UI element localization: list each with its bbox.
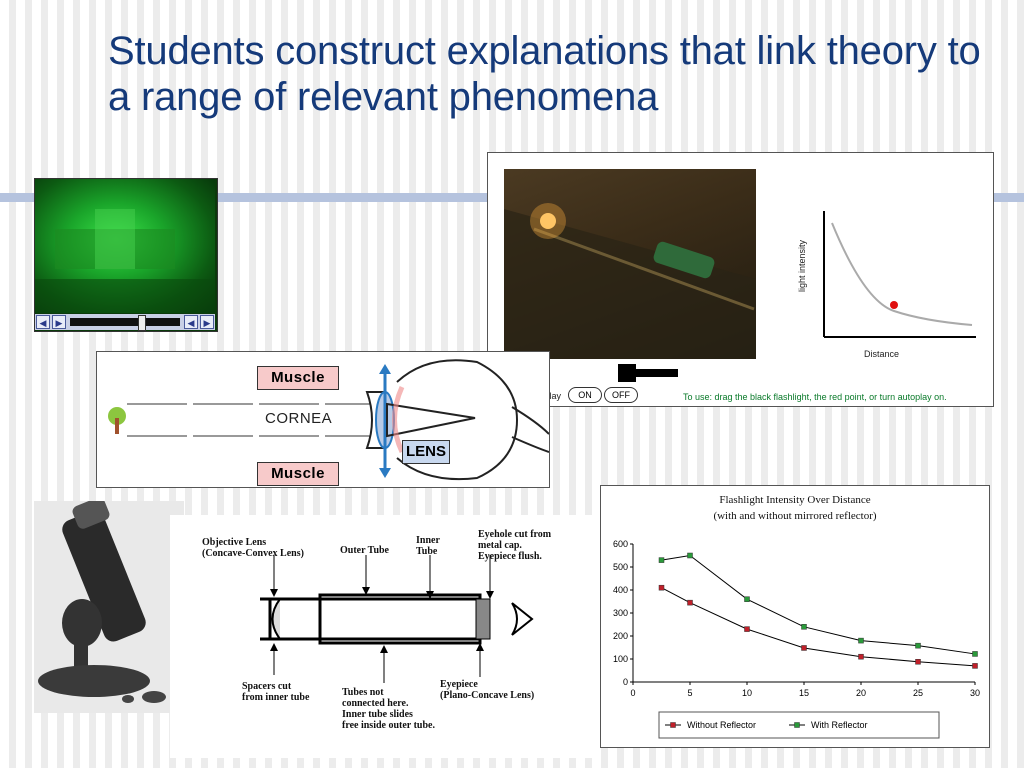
data-point [687,552,693,559]
lens-label: LENS [402,440,450,464]
video-player: ◀ ▶ ◀ ▶ [34,178,218,332]
x-tick-label: 0 [630,688,635,698]
intensity-chart: Flashlight Intensity Over Distance (with… [600,485,990,748]
data-point [858,637,864,644]
autoplay-on-button[interactable]: ON [568,387,602,403]
muscle-bottom-label: Muscle [257,462,339,486]
y-tick-label: 600 [613,539,628,549]
draggable-red-point[interactable] [890,301,898,309]
inner-tube-label: Inner Tube [416,535,440,557]
data-point [858,653,864,660]
scrubber-thumb[interactable] [138,315,147,331]
chart-title: Flashlight Intensity Over Distance [719,494,871,506]
legend-label: Without Reflector [687,720,756,730]
data-point [972,651,978,657]
video-content [35,209,215,313]
data-point [744,626,750,632]
x-tick-label: 15 [799,688,809,698]
data-point [687,599,693,606]
x-tick-label: 5 [687,688,692,698]
outer-tube-label: Outer Tube [340,545,389,556]
autoplay-off-button[interactable]: OFF [604,387,638,403]
flashlight-simulation: light intensity Distance Autoplay ON OFF… [487,152,994,407]
video-scrubber[interactable] [70,315,180,331]
x-tick-label: 10 [742,688,752,698]
y-tick-label: 100 [613,654,628,664]
tubes-note-label: Tubes not connected here. Inner tube sli… [342,687,435,731]
objective-lens-label: Objective Lens (Concave-Convex Lens) [202,537,304,559]
y-tick-label: 300 [613,608,628,618]
data-point [801,624,807,630]
series-line-1 [661,554,976,655]
y-axis-label: light intensity [797,239,808,293]
data-point [658,557,665,563]
tree-icon [108,407,126,434]
eye-diagram-art [108,359,549,481]
spacers-label: Spacers cut from inner tube [242,681,310,703]
x-tick-label: 20 [856,688,866,698]
legend-swatch [794,722,800,728]
data-point [915,642,921,649]
telescope-diagram: Objective Lens (Concave-Convex Lens) Out… [170,515,597,758]
x-axis-label: Distance [864,349,900,359]
eye-diagram: Muscle CORNEA LENS Muscle [96,351,550,488]
chart-subtitle: (with and without mirrored reflector) [713,510,877,522]
data-point [801,645,807,651]
telescope-photo-art [38,497,166,703]
data-point [744,596,750,602]
y-tick-label: 500 [613,562,628,572]
flashlight-photo-art [504,203,756,359]
x-tick-label: 30 [970,688,980,698]
data-point [972,663,978,669]
y-tick-label: 0 [623,677,628,687]
telescope-photo [34,497,184,713]
intensity-axes [823,211,976,338]
light-intensity-graph: light intensity Distance [794,201,984,361]
flashlight-photo [504,169,756,359]
legend-swatch [670,722,676,728]
video-frame[interactable] [35,179,215,313]
eyehole-label: Eyehole cut from metal cap. Eyepiece flu… [478,529,552,562]
flashlight-handle[interactable] [618,361,698,385]
telescope-diagram-art [260,555,534,683]
video-controls: ◀ ▶ ◀ ▶ [35,314,215,331]
eyepiece-label: Eyepiece (Plano-Concave Lens) [440,679,535,701]
play-button[interactable]: ▶ [52,315,66,329]
x-tick-label: 25 [913,688,923,698]
data-point [658,584,665,591]
y-tick-label: 200 [613,631,628,641]
usage-hint: To use: drag the black flashlight, the r… [683,392,947,402]
data-point [915,659,921,665]
legend-label: With Reflector [811,720,868,730]
step-back-button[interactable]: ◀ [184,315,198,329]
rewind-button[interactable]: ◀ [36,315,50,329]
muscle-top-label: Muscle [257,366,339,390]
slide-title: Students construct explanations that lin… [108,29,981,119]
cornea-label: CORNEA [265,410,333,427]
series-line-0 [661,587,976,667]
step-forward-button[interactable]: ▶ [200,315,214,329]
y-tick-label: 400 [613,585,628,595]
